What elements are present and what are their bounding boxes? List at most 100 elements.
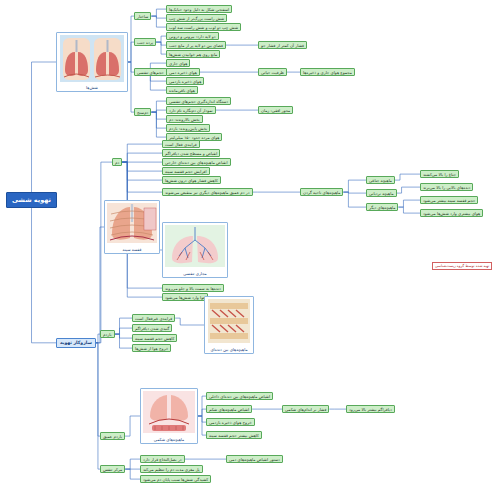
topic-text: نمودار آن دم‌نگاره نام دارد <box>169 108 213 113</box>
topic-box: بازدم عمیق <box>100 432 125 440</box>
topic-text: پرده جنب <box>137 40 153 45</box>
topic-text: بازدم <box>103 332 112 337</box>
lung <box>134 207 152 240</box>
trachea <box>131 204 133 222</box>
topic-box: بازدم <box>100 330 115 338</box>
picture-box: مجاری تنفسی <box>162 222 228 278</box>
topic-text: جناغ را بالا می‌کشند <box>423 172 456 177</box>
topic-box: انقباض ماهیچه‌های شکم <box>206 405 252 413</box>
diaphragm <box>149 419 189 424</box>
topic-box: محور افقی: زمان <box>258 106 293 114</box>
topic-text: ماهیچه‌های بین دنده‌ای <box>210 347 247 352</box>
topic-text: ظرفیت حیاتی <box>261 70 284 75</box>
lung <box>96 52 106 76</box>
topic-text: فضای بین دو لایه پر از مایع جنب <box>169 43 223 48</box>
abdominal-muscle <box>152 425 186 431</box>
topic-text: ماهیچه جناغی <box>369 178 392 183</box>
branch-connector <box>115 328 132 334</box>
topic-text: انقباض ماهیچه‌های شکم <box>209 407 249 412</box>
trachea <box>107 40 109 52</box>
branch-connector <box>115 334 132 338</box>
branch-connector <box>150 76 166 90</box>
lung <box>150 395 167 421</box>
branch-connector <box>96 343 100 469</box>
topic-text: بازدم عمیق <box>103 434 122 439</box>
topic-text: مجاری تنفسی <box>183 271 207 276</box>
topic-box: هوای ذخیره بازدمی <box>166 77 204 85</box>
topic-box: اسفنجی شکل به دلیل وجود حبابک‌ها <box>166 5 232 13</box>
illustration-background <box>208 299 250 343</box>
topic-text: هوای بیشتری وارد شش‌ها می‌شود <box>423 211 480 216</box>
topic-text: اسفنجی شکل به دلیل وجود حبابک‌ها <box>169 7 229 12</box>
topic-box: پل مغزی مدت دم را تنظیم می‌کند <box>140 465 203 473</box>
topic-text: هوای جاری <box>169 61 187 66</box>
topic-text: مانع روی هم خوابیدن شش‌ها <box>169 52 217 57</box>
topic-box: کاهش حجم قفسه سینه <box>132 334 177 342</box>
topic-text: مرکز تنفس <box>103 467 122 472</box>
topic-text: شش چپ دو لوب و شش راست سه لوب <box>169 25 238 30</box>
topic-text: کاهش حجم قفسه سینه <box>135 336 174 341</box>
topic-text: بخش بالارونده: دم <box>169 117 200 122</box>
credit-note: تهیه شده توسط گروه زیست‌شناسی <box>432 262 492 270</box>
branch-connector <box>150 76 166 81</box>
topic-box: خروج هوای ذخیره بازدمی <box>206 418 255 426</box>
topic-text: هوای ذخیره دمی <box>169 70 197 75</box>
topic-box: کشیدگی شش‌ها سبب پایان دم می‌شود <box>140 475 211 483</box>
branch-connector <box>216 110 258 111</box>
branch-connector <box>226 45 258 46</box>
illustration-background <box>143 391 195 433</box>
topic-text: انقباض ماهیچه‌های بین دنده‌ای خارجی <box>165 160 228 165</box>
branch-connector <box>252 409 282 410</box>
topic-text: دستور انقباض ماهیچه‌های دمی <box>229 457 280 462</box>
topic-text: دیافراگم بیشتر بالا می‌رود <box>349 407 392 412</box>
topic-text: هوا وارد شش‌ها می‌شود <box>165 295 205 300</box>
topic-box: هوای باقی‌مانده <box>166 86 198 94</box>
topic-text: ماهیچه نردبانی <box>369 191 394 196</box>
topic-text: خروج هوای ذخیره بازدمی <box>209 420 252 425</box>
topic-box: در دم عمیق ماهیچه‌های دیگری نیز منقبض می… <box>162 188 253 196</box>
lung <box>172 236 193 263</box>
topic-box: دو لایه دارد: بیرونی و درونی <box>166 32 219 40</box>
branch-connector <box>175 318 204 325</box>
branch-connector <box>198 396 206 416</box>
topic-text: گنبدی شدن دیافراگم <box>135 326 169 331</box>
branch-connector <box>151 112 166 119</box>
branch-connector <box>398 200 420 207</box>
branch-connector <box>32 62 56 208</box>
topic-text: کاهش بیشتر حجم قفسه سینه <box>209 433 259 438</box>
branch-connector <box>397 187 420 193</box>
branch-connector <box>156 36 166 42</box>
branch-connector <box>122 162 162 192</box>
topic-box: انقباض ماهیچه‌های بین دنده‌ای خارجی <box>162 158 231 166</box>
branch-connector <box>343 192 366 207</box>
topic-box: حجم‌های تنفسی <box>134 68 167 76</box>
diaphragm <box>110 236 154 240</box>
diaphragm <box>95 75 120 77</box>
picture-box: قفسه سینه <box>104 200 160 254</box>
topic-text: هوای مرده حدود ۱۵۰ میلی‌لیتر <box>169 135 219 140</box>
ribs <box>110 211 154 235</box>
topic-text: مجموع هوای جاری و ذخیره‌ها <box>303 70 352 75</box>
branch-connector <box>122 162 162 163</box>
illustration-background <box>107 203 157 243</box>
topic-text: انقباض ماهیچه‌های بین دنده‌ای داخلی <box>209 394 270 399</box>
rib <box>210 303 248 309</box>
branch-connector <box>329 409 346 410</box>
topic-text: محور افقی: زمان <box>261 108 290 113</box>
topic-text: کاهش فشار هوای درون شش‌ها <box>165 178 218 183</box>
lung <box>171 395 188 421</box>
topic-box: دم‌سنج <box>134 108 151 116</box>
topic-text: ساختار <box>137 14 148 19</box>
branch-connector <box>156 42 166 54</box>
topic-text: پل مغزی مدت دم را تنظیم می‌کند <box>143 467 200 472</box>
topic-box: پرده جنب <box>134 38 156 46</box>
topic-text: دو لایه دارد: بیرونی و درونی <box>169 34 216 39</box>
topic-text: دنده‌ها به سمت بالا و جلو می‌روند <box>165 286 221 291</box>
branch-connector <box>398 207 420 213</box>
topic-box: کاهش فشار هوای درون شش‌ها <box>162 176 221 184</box>
topic-box: ظرفیت حیاتی <box>258 68 287 76</box>
topic-box: فشار آن کمتر از فشار جو <box>258 41 307 49</box>
topic-text: افزایش حجم قفسه سینه <box>165 169 207 174</box>
branch-connector <box>200 72 258 73</box>
